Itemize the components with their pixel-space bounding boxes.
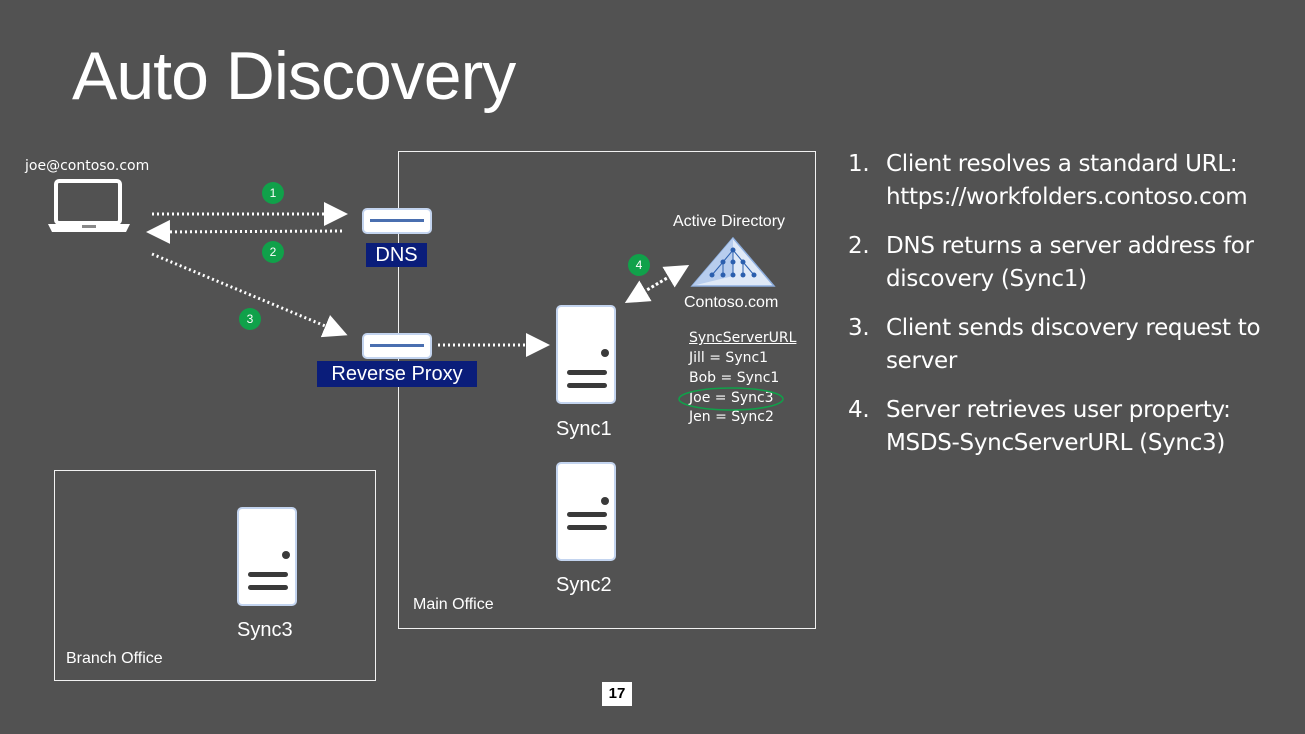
sync1-label: Sync1 [556,418,612,440]
step-text: Server retrieves user property: MSDS-Syn… [886,397,1231,456]
main-office-label: Main Office [413,596,494,613]
dns-appliance-icon [362,208,432,234]
branch-office-region: Branch Office [54,470,376,681]
step-number: 1. [848,151,870,177]
step-text: Client resolves a standard URL: https://… [886,151,1248,210]
ad-entry: Jill = Sync1 [689,350,769,366]
page-number: 17 [602,682,632,706]
arrow-dns-to-client [146,219,343,244]
slide-title: Auto Discovery [72,38,516,114]
sync2-server-icon [556,462,616,561]
step-number: 2. [848,233,870,259]
client-email: joe@contoso.com [25,158,150,174]
step-badge-2: 2 [262,241,284,263]
reverse-proxy-label: Reverse Proxy [317,361,477,387]
ad-entry-highlighted: Joe = Sync3 [689,390,774,406]
step-badge-3: 3 [239,308,261,330]
active-directory-pyramid-icon [690,236,776,287]
active-directory-title: Active Directory [673,213,786,230]
step-item: 2. DNS returns a server address for disc… [848,230,1288,296]
sync3-server-icon [237,507,297,606]
step-item: 4. Server retrieves user property: MSDS-… [848,394,1288,460]
sync2-label: Sync2 [556,574,612,596]
branch-office-label: Branch Office [66,650,163,667]
step-item: 3. Client sends discovery request to ser… [848,312,1288,378]
sync3-label: Sync3 [237,619,293,641]
highlight-ring [678,387,784,411]
sync-server-url-header: SyncServerURL [689,330,797,346]
arrow-ad-to-sync1 [624,266,685,304]
step-number: 4. [848,397,870,423]
step-badge-4: 4 [628,254,650,276]
step-text: Client sends discovery request to server [886,315,1261,374]
arrow-client-to-proxy [151,252,348,338]
step-item: 1. Client resolves a standard URL: https… [848,148,1288,214]
step-number: 3. [848,315,870,341]
ad-entry: Jen = Sync2 [689,409,774,425]
main-office-region: Main Office [398,151,816,629]
dns-label: DNS [366,243,427,267]
active-directory-domain: Contoso.com [684,294,779,311]
sync1-server-icon [556,305,616,404]
steps-list: 1. Client resolves a standard URL: https… [848,148,1288,476]
proxy-appliance-icon [362,333,432,359]
step-text: DNS returns a server address for discove… [886,233,1254,292]
step-badge-1: 1 [262,182,284,204]
ad-entry: Bob = Sync1 [689,370,780,386]
laptop-icon [48,179,130,232]
